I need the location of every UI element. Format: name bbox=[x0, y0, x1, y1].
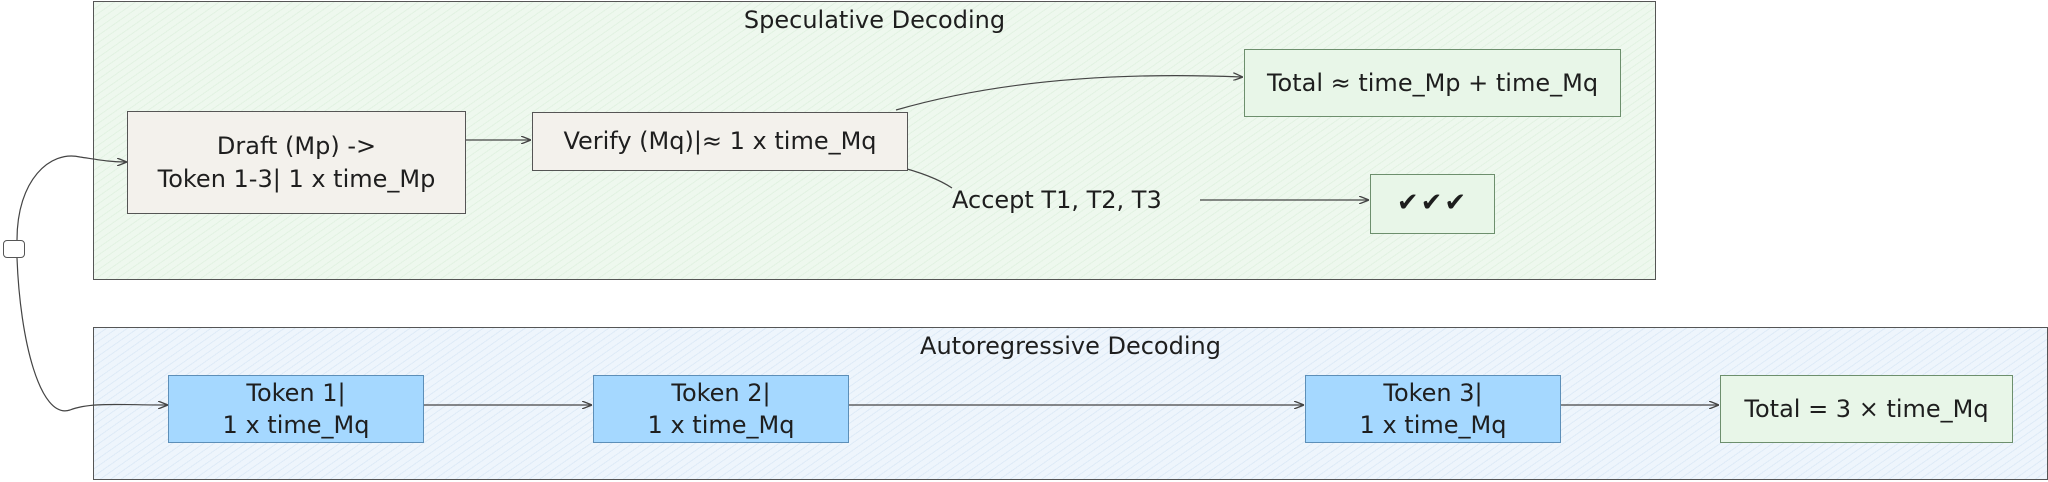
autoregressive-total-label: Total = 3 × time_Mq bbox=[1744, 394, 1989, 423]
speculative-total-node: Total ≈ time_Mp + time_Mq bbox=[1244, 49, 1621, 117]
diagram-origin-handle bbox=[3, 240, 25, 258]
draft-node-line2: Token 1-3| 1 x time_Mp bbox=[157, 164, 436, 193]
verify-node-label: Verify (Mq)|≈ 1 x time_Mq bbox=[563, 127, 877, 156]
origin-to-token1-arrow bbox=[16, 257, 167, 412]
autoregressive-decoding-title: Autoregressive Decoding bbox=[920, 332, 1221, 360]
token-1-line2: 1 x time_Mq bbox=[222, 411, 370, 439]
check-marks-icon: ✔✔✔ bbox=[1396, 188, 1469, 219]
token-2-line1: Token 2| bbox=[671, 378, 771, 407]
token-1-line1: Token 1| bbox=[246, 378, 346, 407]
origin-to-draft-arrow bbox=[16, 155, 126, 241]
token-2-node: Token 2| 1 x time_Mq bbox=[593, 375, 849, 443]
verify-node: Verify (Mq)|≈ 1 x time_Mq bbox=[532, 112, 908, 171]
accepted-checks-node: ✔✔✔ bbox=[1370, 174, 1495, 234]
speculative-total-label: Total ≈ time_Mp + time_Mq bbox=[1266, 68, 1599, 97]
accept-tokens-label: Accept T1, T2, T3 bbox=[952, 186, 1162, 214]
token-1-node: Token 1| 1 x time_Mq bbox=[168, 375, 424, 443]
speculative-decoding-title: Speculative Decoding bbox=[743, 6, 1006, 34]
token-3-line1: Token 3| bbox=[1383, 378, 1483, 407]
token-2-line2: 1 x time_Mq bbox=[647, 411, 795, 439]
verify-to-total-arrow bbox=[895, 76, 1242, 111]
token-3-node: Token 3| 1 x time_Mq bbox=[1305, 375, 1561, 443]
draft-node: Draft (Mp) -> Token 1-3| 1 x time_Mp bbox=[127, 111, 466, 214]
token-3-line2: 1 x time_Mq bbox=[1359, 411, 1507, 439]
autoregressive-total-node: Total = 3 × time_Mq bbox=[1720, 375, 2013, 443]
draft-node-line1: Draft (Mp) -> bbox=[216, 132, 377, 161]
